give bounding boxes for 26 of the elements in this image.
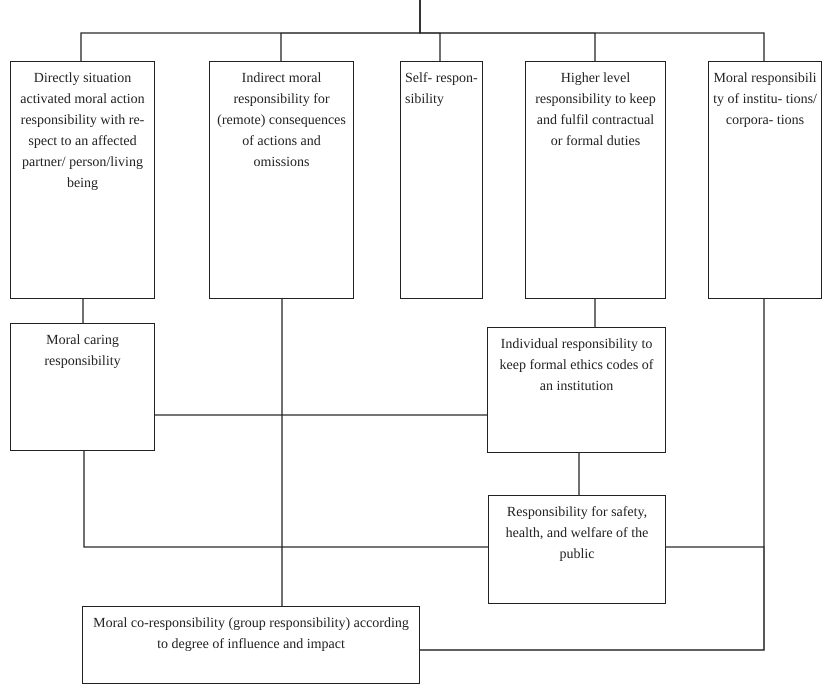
connector-line <box>420 546 765 651</box>
connector-line <box>155 414 487 416</box>
box-text: Moral caring responsibility <box>43 332 122 371</box>
process-box <box>488 495 666 604</box>
process-box <box>10 61 155 299</box>
process-box <box>487 327 666 453</box>
connector-line <box>578 453 580 495</box>
connector-line <box>419 0 765 61</box>
box-text: Moral responsibili ty of institu- tions/ corpora- tions <box>712 70 818 130</box>
connector-line <box>281 299 283 606</box>
connector-line <box>83 451 488 548</box>
box-text: Directly situation activated moral action responsibility with re-spect to an affected partner/ person/living being <box>19 70 146 193</box>
process-box <box>525 61 666 299</box>
box-text: Indirect moral responsibility for (remote) consequences of actions and omissions <box>216 70 347 172</box>
process-box <box>10 323 155 451</box>
box-text: Higher level responsibility to keep and fulfil contractual or formal duties <box>534 70 657 151</box>
process-box <box>209 61 354 299</box>
connector-line <box>594 299 596 327</box>
process-box <box>82 606 420 684</box>
box-text: Individual responsibility to keep formal ethics codes of an institution <box>498 336 654 396</box>
box-text: Moral co-responsibility (group responsibility) according to degree of influence and impact <box>92 615 410 654</box>
box-text: Self- respon- sibility <box>405 70 478 109</box>
process-box <box>400 61 483 299</box>
connector-line <box>82 299 84 323</box>
box-text: Responsibility for safety, health, and welfare of the public <box>504 504 650 564</box>
process-box <box>708 61 822 299</box>
